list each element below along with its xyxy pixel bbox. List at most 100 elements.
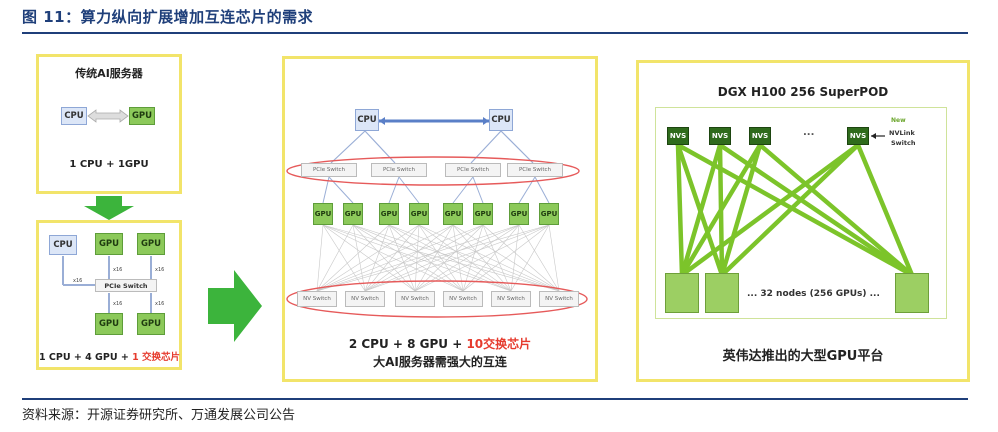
connector-line [452,176,474,204]
pcie-links [62,256,152,313]
panel-caption: 1 CPU + 4 GPU + 1 交换芯片 [39,349,181,363]
gpu-box-3: GPU [95,313,123,335]
arrow-down-icon [84,196,134,220]
connector-line [364,224,484,292]
connector-line [316,224,420,292]
connector-line [855,142,915,278]
connector-line [510,224,550,292]
nv-switch-box: NV Switch [395,291,435,307]
link-label: x16 [113,267,123,273]
connector-line [364,224,420,292]
panel-large-server: CPU CPU PCIe Switch PCIe Switch PCIe Swi… [282,56,598,382]
nvs-ellipsis: ... [803,127,815,138]
connector-line [679,142,723,278]
connector-line [675,142,915,278]
nv-switch-box: NV Switch [345,291,385,307]
connector-line [679,142,861,278]
connector-line [316,224,390,292]
connector-line [757,142,915,278]
panel-caption: 2 CPU + 8 GPU + 10交换芯片 [285,335,595,352]
connector-line [316,224,550,292]
nvs-box: NVS [847,127,869,145]
nvs-box: NVS [667,127,689,145]
panel-pcie-server: CPU GPU GPU x16 x16 x16 PCIe Switch x16 … [36,220,182,370]
gpu-node-icon [895,273,929,313]
cpu-box-1: CPU [355,109,379,131]
connector-line [719,142,861,278]
footer-rule [22,398,968,400]
cpu-box-2: CPU [489,109,513,131]
gpu-box-1: GPU [95,233,123,255]
connector-line [482,224,512,292]
connector-line [462,224,550,292]
pcie-switch-box: PCIe Switch [371,163,427,177]
connector-line [418,224,512,292]
nvlink-label: NVLink [889,129,915,137]
bidirectional-arrow-icon [87,109,129,123]
gpu-box-4: GPU [137,313,165,335]
panel-caption: 英伟达推出的大型GPU平台 [722,349,884,364]
gpu-box-2: GPU [137,233,165,255]
caption-highlight: 10交换芯片 [466,337,532,351]
connector-line [364,224,390,292]
connector-line [364,224,550,292]
connector-line [322,224,366,292]
nvs-box: NVS [709,127,731,145]
panel-caption-line2: 大AI服务器需强大的互连 [373,355,507,369]
connector-line [679,142,763,278]
connector-line [352,224,560,292]
connector-line [388,224,512,292]
cpu-box: CPU [61,107,87,125]
gpu-box: GPU [129,107,155,125]
connector-line [316,224,324,292]
source-note: 资料来源：开源证券研究所、万通发展公司公告 [22,408,296,423]
panel-title: DGX H100 256 SuperPOD [717,85,889,99]
connector-line [388,224,464,292]
nv-switch-box: NV Switch [443,291,483,307]
gpu-box: GPU [509,203,529,225]
panel-title: 传统AI服务器 [75,67,143,80]
caption-prefix: 1 CPU + 4 GPU + [39,352,133,363]
nvlink-mesh [675,133,915,278]
connector-line [548,224,560,292]
link-label: x16 [155,301,165,307]
caption-prefix: 2 CPU + 8 GPU + [348,337,467,351]
connector-line [388,224,560,292]
panel-traditional-server: 传统AI服务器 CPU GPU 1 CPU + 1GPU [36,54,182,194]
title-rule [22,32,968,34]
connector-line [719,142,763,278]
switch-label: Switch [891,139,916,147]
nv-switch-box: NV Switch [491,291,531,307]
caption-highlight: 1 交换芯片 [132,352,181,363]
connector-line [414,224,550,292]
superpod-frame [655,107,947,319]
connector-line [388,176,400,204]
connector-line [322,224,416,292]
connector-line [398,176,420,204]
cpu-box: CPU [49,235,77,255]
panel-superpod: DGX H100 256 SuperPOD NVS NVS NVS ... NV… [636,60,970,382]
nv-switch-box: NV Switch [539,291,579,307]
pcie-switch-box: PCIe Switch [95,279,157,292]
connector-line [316,224,354,292]
figure-title: 图 11：算力纵向扩展增加互连芯片的需求 [22,8,314,26]
pcie-switch-box: PCIe Switch [445,163,501,177]
gpu-box: GPU [343,203,363,225]
new-label: New [891,117,906,124]
link-label: x16 [73,278,83,284]
nv-switch-box: NV Switch [297,291,337,307]
connector-line [364,224,520,292]
connector-line [352,224,416,292]
connector-line [482,224,560,292]
connector-line [352,224,366,292]
nvs-box: NVS [749,127,771,145]
panel-caption: 1 CPU + 1GPU [69,159,149,170]
server-topology [286,117,588,318]
connector-line [316,224,454,292]
connector-line [364,224,454,292]
gpu-box: GPU [539,203,559,225]
connector-line [414,224,484,292]
arrow-right-icon [208,270,262,342]
link-label: x16 [155,267,165,273]
